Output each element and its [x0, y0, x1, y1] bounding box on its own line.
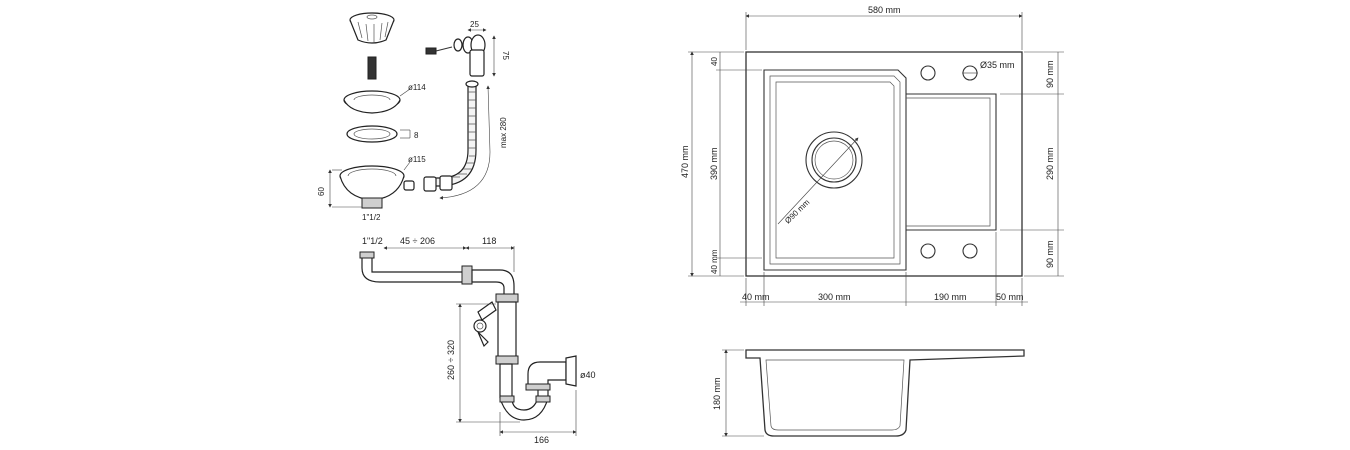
basket-strainer: [349, 12, 395, 44]
siphon-width-label: 166: [534, 435, 549, 445]
bottom-right-margin-label: 50 mm: [996, 292, 1024, 302]
bottom-left-margin-label: 40 mm: [742, 292, 770, 302]
right-bottom-dimension-label: 90 mm: [1045, 240, 1055, 268]
siphon-offset-label: 118: [482, 236, 496, 246]
drainboard-length-label: 290 mm: [1045, 147, 1055, 180]
drain-diameter-label: Ø90 mm: [783, 197, 812, 225]
body-height-label: 60: [317, 187, 326, 196]
sink-height-label: 470 mm: [680, 145, 690, 178]
right-top-dimension-label: 90 mm: [1045, 60, 1055, 88]
siphon-outlet-label: ø40: [580, 370, 596, 380]
strainer-screw: [367, 56, 377, 80]
sink-side-view: 180 mm: [712, 349, 1025, 437]
overflow-hose: max 280: [423, 80, 508, 200]
overflow-fitting: 25 75: [425, 20, 510, 77]
siphon-inlet-label: 1"1/2: [362, 236, 383, 246]
bowl-length-label: 390 mm: [709, 147, 719, 180]
flange-diameter-label: ø114: [408, 83, 426, 92]
strainer-body: ø115 60 1"1/2: [317, 155, 426, 222]
siphon-span-label: 45 ÷ 206: [400, 236, 435, 246]
sink-depth-label: 180 mm: [712, 377, 722, 410]
sink-top-view: Ø90 mm Ø35 mm 580 mm 470 mm 40 390 mm 40…: [680, 5, 1064, 306]
tap-hole-diameter-label: Ø35 mm: [980, 60, 1015, 70]
bowl-width-label: 300 mm: [818, 292, 851, 302]
overflow-width-label: 25: [470, 20, 479, 29]
body-diameter-label: ø115: [408, 155, 426, 164]
strainer-flange: ø114: [343, 83, 426, 114]
left-bottom-margin-label: 40 mm: [710, 249, 719, 274]
strainer-gasket: 8: [346, 125, 419, 143]
thread-size-label: 1"1/2: [362, 213, 381, 222]
siphon-diagram: 1"1/2 45 ÷ 206 118 ø40 260 ÷ 320: [359, 236, 596, 445]
hose-length-label: max 280: [499, 117, 508, 148]
overflow-height-label: 75: [501, 51, 510, 60]
sink-width-label: 580 mm: [868, 5, 901, 15]
drainboard-width-label: 190 mm: [934, 292, 967, 302]
siphon-height-label: 260 ÷ 320: [446, 340, 456, 380]
left-top-margin-label: 40: [710, 57, 719, 66]
strainer-kit-diagram: 25 75 ø114 8 ø11: [317, 12, 510, 222]
gasket-thickness-label: 8: [414, 131, 419, 140]
